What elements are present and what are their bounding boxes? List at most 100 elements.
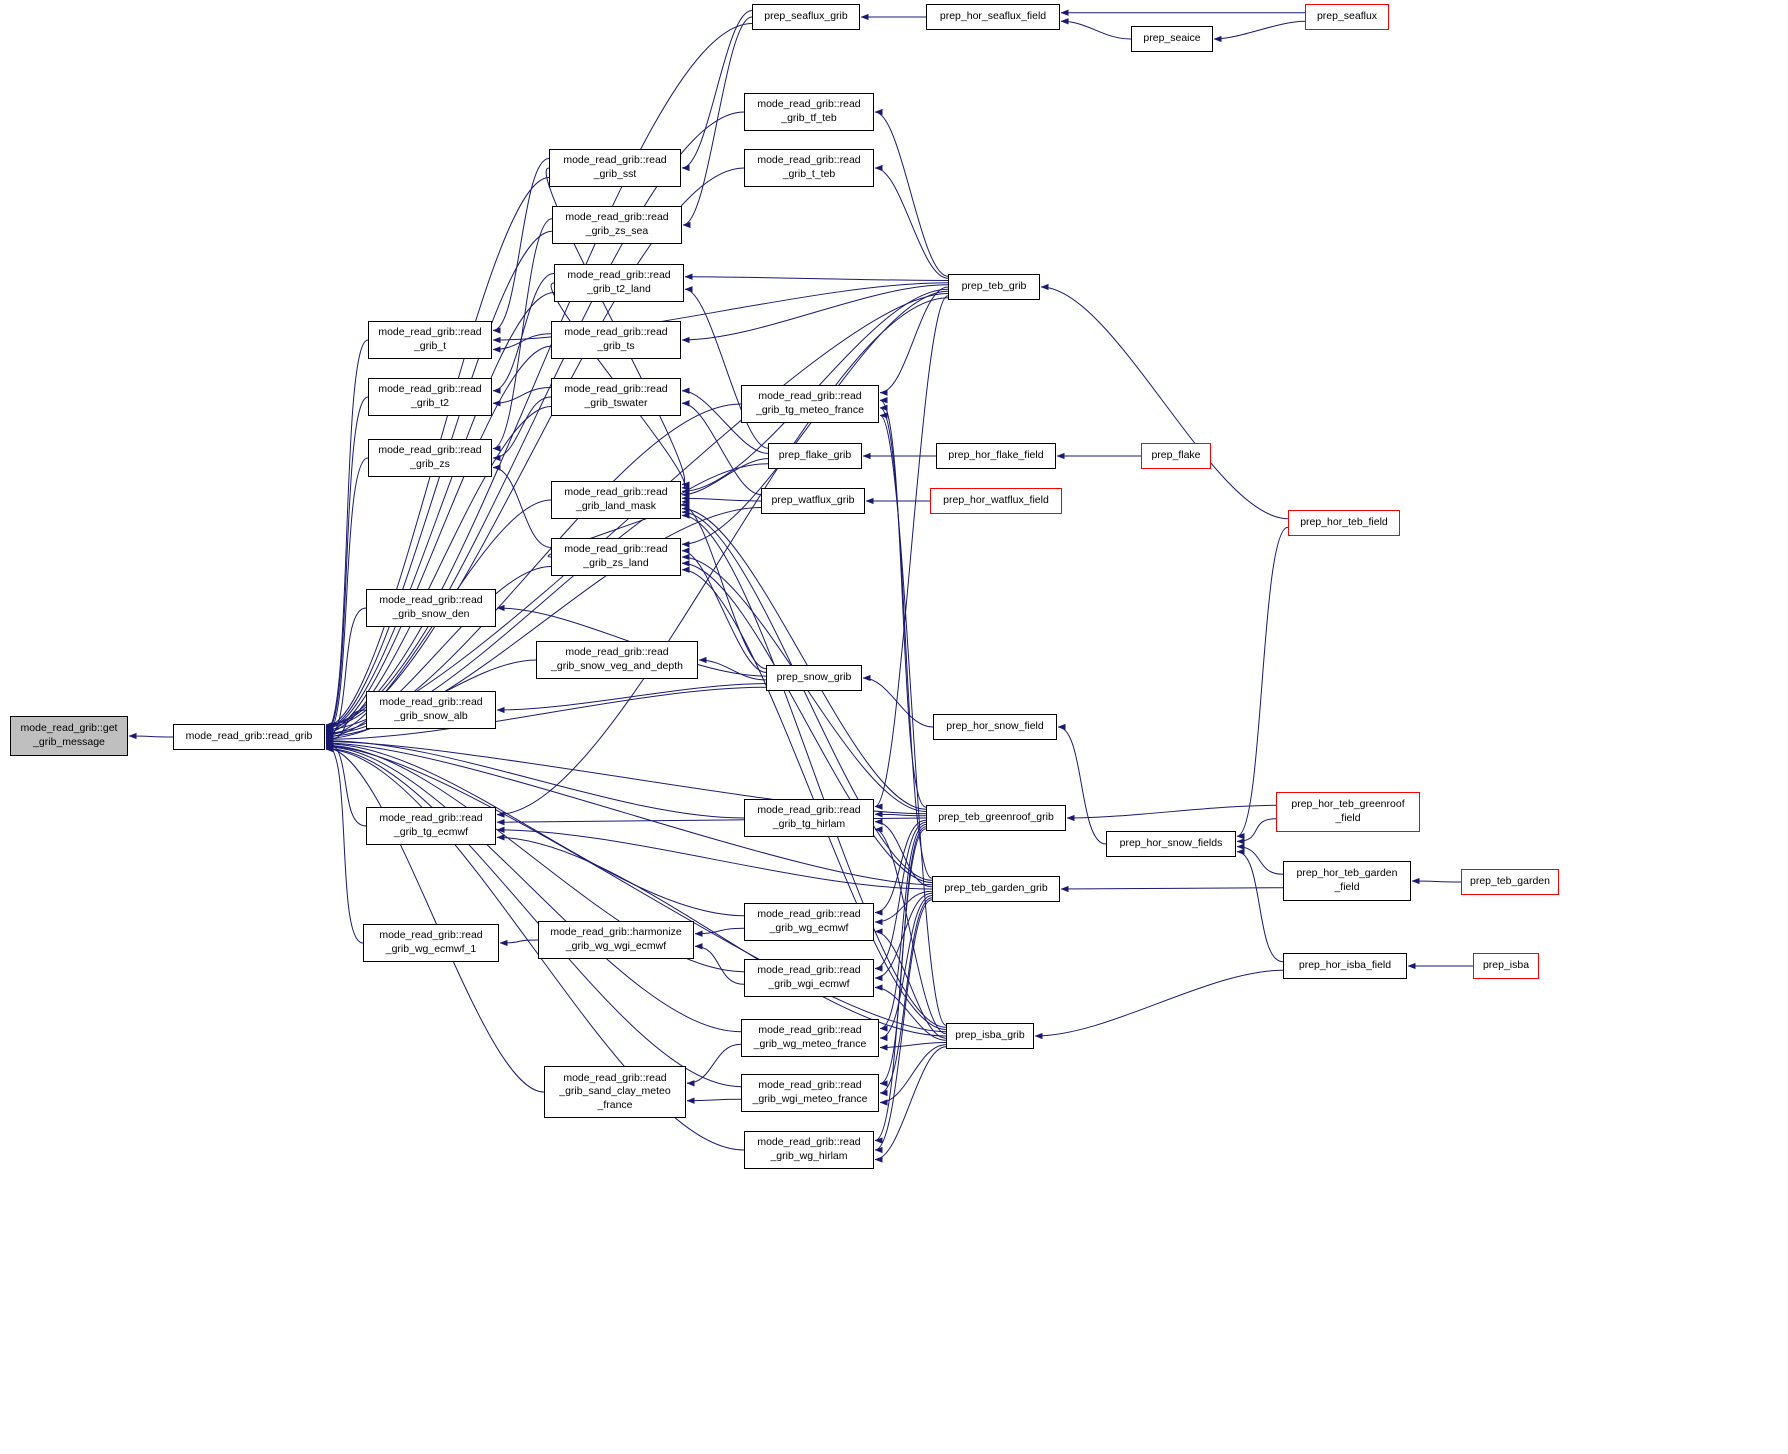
edge-read_grib_wgi_meteo_france--read_grib	[325, 745, 742, 1088]
edge-prep_teb_grib--read_grib_t_teb	[874, 164, 949, 279]
node-read_grib_wg_ecmwf_1[interactable]: mode_read_grib::read _grib_wg_ecmwf_1	[363, 924, 499, 962]
edge-read_grib_ts--read_grib	[325, 345, 552, 735]
node-read_grib_snow_veg_and_depth[interactable]: mode_read_grib::read _grib_snow_veg_and_…	[536, 641, 698, 679]
node-read_grib_wg_meteo_france[interactable]: mode_read_grib::read _grib_wg_meteo_fran…	[741, 1019, 879, 1057]
node-prep_isba_grib[interactable]: prep_isba_grib	[946, 1023, 1034, 1049]
node-prep_hor_flake_field[interactable]: prep_hor_flake_field	[936, 443, 1056, 469]
edge-prep_isba_grib--read_grib_wg_ecmwf	[874, 928, 947, 1039]
node-prep_hor_teb_greenroof_field[interactable]: prep_hor_teb_greenroof _field	[1276, 792, 1420, 832]
edge-prep_teb_grib--read_grib_t2_land	[684, 273, 949, 281]
edge-prep_teb_grib--read_grib_tg_meteo_france	[879, 286, 949, 396]
edge-prep_teb_grib--read_grib_t	[492, 282, 949, 344]
edge-read_grib_wgi_ecmwf--harmonize_grib_wg_wgi_ecmwf	[694, 943, 745, 985]
node-read_grib_t_teb[interactable]: mode_read_grib::read _grib_t_teb	[744, 149, 874, 187]
node-read_grib_wgi_ecmwf[interactable]: mode_read_grib::read _grib_wgi_ecmwf	[744, 959, 874, 997]
edge-prep_isba_grib--read_grib_wgi_ecmwf	[874, 984, 947, 1041]
edge-read_grib_tswater--read_grib_t2	[492, 387, 552, 407]
edge-prep_hor_isba_field--prep_hor_snow_fields	[1236, 848, 1284, 963]
node-prep_teb_garden[interactable]: prep_teb_garden	[1461, 869, 1559, 895]
edge-read_grib_wg_hirlam--read_grib	[325, 746, 745, 1151]
edge-harmonize_grib_wg_wgi_ecmwf--read_grib_wg_ecmwf_1	[499, 939, 539, 947]
edge-read_grib_wg_ecmwf_1--read_grib	[325, 741, 364, 944]
node-harmonize_grib_wg_wgi_ecmwf[interactable]: mode_read_grib::harmonize _grib_wg_wgi_e…	[538, 921, 694, 959]
edge-prep_seaice--prep_hor_seaflux_field	[1060, 18, 1132, 40]
edge-prep_hor_teb_greenroof_field--prep_teb_greenroof_grib	[1066, 804, 1277, 822]
node-prep_watflux_grib[interactable]: prep_watflux_grib	[761, 488, 865, 514]
node-read_grib_snow_alb[interactable]: mode_read_grib::read _grib_snow_alb	[366, 691, 496, 729]
node-prep_hor_isba_field[interactable]: prep_hor_isba_field	[1283, 953, 1407, 979]
edge-read_grib_t2--read_grib	[325, 396, 369, 735]
node-read_grib_tf_teb[interactable]: mode_read_grib::read _grib_tf_teb	[744, 93, 874, 131]
edge-read_grib_zs_sea--read_grib_zs	[492, 218, 553, 452]
node-read_grib_sand_clay_meteo_france[interactable]: mode_read_grib::read _grib_sand_clay_met…	[544, 1066, 686, 1118]
edge-prep_teb_garden_grib--read_grib	[325, 739, 933, 886]
node-read_grib_land_mask[interactable]: mode_read_grib::read _grib_land_mask	[551, 481, 681, 519]
node-prep_teb_greenroof_grib[interactable]: prep_teb_greenroof_grib	[926, 805, 1066, 831]
edge-prep_snow_grib--read_grib	[325, 686, 767, 743]
node-prep_flake_grib[interactable]: prep_flake_grib	[768, 443, 862, 469]
edge-prep_hor_teb_field--prep_teb_grib	[1040, 283, 1289, 520]
node-prep_seaflux_grib[interactable]: prep_seaflux_grib	[752, 4, 860, 30]
edge-read_grib_t2_land--read_grib_t2	[492, 273, 555, 394]
edge-read_grib_wgi_meteo_france--read_grib_sand_clay_meteo_france	[686, 1097, 742, 1104]
node-read_grib_tg_meteo_france[interactable]: mode_read_grib::read _grib_tg_meteo_fran…	[741, 385, 879, 423]
node-read_grib_zs[interactable]: mode_read_grib::read _grib_zs	[368, 439, 492, 477]
edge-prep_isba_grib--read_grib_wgi_meteo_france	[879, 1044, 947, 1106]
node-prep_seaice[interactable]: prep_seaice	[1131, 26, 1213, 52]
node-read_grib_t2_land[interactable]: mode_read_grib::read _grib_t2_land	[554, 264, 684, 302]
node-prep_hor_watflux_field[interactable]: prep_hor_watflux_field	[930, 488, 1062, 514]
edge-prep_flake_grib--read_grib_t2_land	[684, 286, 769, 449]
node-read_grib_t2[interactable]: mode_read_grib::read _grib_t2	[368, 378, 492, 416]
edge-prep_snow_grib--read_grib_zs_land	[681, 547, 767, 673]
node-prep_seaflux[interactable]: prep_seaflux	[1305, 4, 1389, 30]
edge-prep_flake_grib--read_grib_tswater	[681, 387, 769, 454]
node-prep_hor_teb_field[interactable]: prep_hor_teb_field	[1288, 510, 1400, 536]
edge-prep_teb_grib--read_grib_ts	[681, 284, 949, 344]
node-prep_snow_grib[interactable]: prep_snow_grib	[766, 665, 862, 691]
node-read_grib_snow_den[interactable]: mode_read_grib::read _grib_snow_den	[366, 589, 496, 627]
edge-prep_teb_greenroof_grib--read_grib_wgi_ecmwf	[874, 821, 927, 972]
edge-prep_teb_garden_grib--read_grib_wg_ecmwf	[874, 890, 933, 926]
node-prep_hor_snow_field[interactable]: prep_hor_snow_field	[933, 714, 1057, 740]
node-read_grib[interactable]: mode_read_grib::read_grib	[173, 724, 325, 750]
node-read_grib_wg_ecmwf[interactable]: mode_read_grib::read _grib_wg_ecmwf	[744, 903, 874, 941]
node-read_grib_sst[interactable]: mode_read_grib::read _grib_sst	[549, 149, 681, 187]
node-prep_isba[interactable]: prep_isba	[1473, 953, 1539, 979]
edge-prep_teb_garden_grib--read_grib_zs_land	[681, 560, 933, 883]
edge-prep_isba_grib--read_grib	[325, 743, 947, 1033]
edge-read_grib_wg_meteo_france--read_grib	[325, 743, 742, 1033]
edge-prep_hor_teb_field--prep_hor_snow_fields	[1236, 526, 1289, 840]
node-read_grib_tg_ecmwf[interactable]: mode_read_grib::read _grib_tg_ecmwf	[366, 807, 496, 845]
node-read_grib_zs_land[interactable]: mode_read_grib::read _grib_zs_land	[551, 538, 681, 576]
node-read_grib_zs_sea[interactable]: mode_read_grib::read _grib_zs_sea	[552, 206, 682, 244]
edge-prep_hor_isba_field--prep_isba_grib	[1034, 969, 1284, 1040]
edge-prep_seaflux--prep_seaice	[1213, 20, 1306, 43]
node-prep_hor_seaflux_field[interactable]: prep_hor_seaflux_field	[926, 4, 1060, 30]
node-prep_hor_snow_fields[interactable]: prep_hor_snow_fields	[1106, 831, 1236, 857]
edge-read_grib_wg_ecmwf--harmonize_grib_wg_wgi_ecmwf	[694, 927, 745, 937]
node-read_grib_t[interactable]: mode_read_grib::read _grib_t	[368, 321, 492, 359]
edge-prep_teb_garden_grib--read_grib_tg_ecmwf	[496, 826, 933, 890]
edge-prep_teb_greenroof_grib--read_grib_wg_hirlam	[874, 828, 927, 1144]
edge-prep_teb_grib--read_grib_tg_ecmwf	[496, 297, 949, 818]
node-prep_teb_garden_grib[interactable]: prep_teb_garden_grib	[932, 876, 1060, 902]
node-prep_hor_teb_garden_field[interactable]: prep_hor_teb_garden _field	[1283, 861, 1411, 901]
edge-prep_hor_teb_greenroof_field--prep_hor_snow_fields	[1236, 818, 1277, 845]
node-prep_teb_grib[interactable]: prep_teb_grib	[948, 274, 1040, 300]
edge-prep_teb_garden_grib--read_grib_wg_meteo_france	[879, 895, 933, 1042]
node-get_grib_message[interactable]: mode_read_grib::get _grib_message	[10, 716, 128, 756]
node-read_grib_tswater[interactable]: mode_read_grib::read _grib_tswater	[551, 378, 681, 416]
edge-read_grib_zs_land--read_grib_zs	[492, 464, 552, 548]
edge-prep_hor_snow_field--prep_snow_grib	[862, 674, 934, 728]
edge-read_grib--get_grib_message	[128, 732, 174, 740]
edge-prep_teb_greenroof_grib--read_grib_wg_ecmwf	[874, 819, 927, 916]
node-read_grib_wgi_meteo_france[interactable]: mode_read_grib::read _grib_wgi_meteo_fra…	[741, 1074, 879, 1112]
node-prep_flake[interactable]: prep_flake	[1141, 443, 1211, 469]
edge-prep_teb_garden_grib--read_grib_wgi_meteo_france	[879, 897, 933, 1097]
node-read_grib_ts[interactable]: mode_read_grib::read _grib_ts	[551, 321, 681, 359]
edge-read_grib_wg_meteo_france--read_grib_sand_clay_meteo_france	[686, 1043, 742, 1087]
node-read_grib_wg_hirlam[interactable]: mode_read_grib::read _grib_wg_hirlam	[744, 1131, 874, 1169]
node-read_grib_tg_hirlam[interactable]: mode_read_grib::read _grib_tg_hirlam	[744, 799, 874, 837]
edge-read_grib_zs--read_grib	[325, 457, 369, 738]
